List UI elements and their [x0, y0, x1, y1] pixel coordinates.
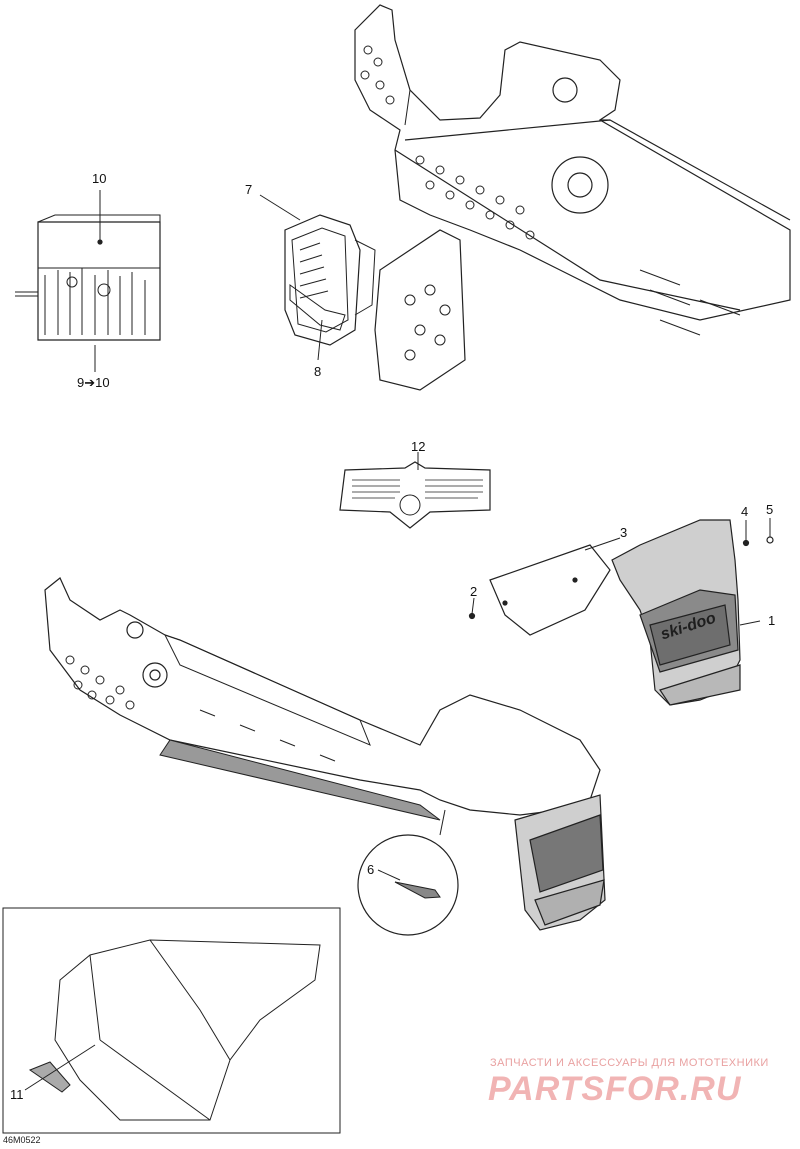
snow-flap-1 [611, 519, 741, 706]
protector-plate-3 [489, 544, 611, 636]
washer-5 [766, 536, 774, 544]
strap-8 [289, 284, 346, 331]
callout-5: 5 [766, 502, 774, 517]
callout-12: 12 [411, 439, 426, 454]
rivet-4 [742, 539, 750, 547]
top-tunnel-assembly [354, 4, 791, 336]
callout-9-10: 9➔10 [77, 375, 110, 390]
callout-6: 6 [367, 862, 375, 877]
detail-circle-6 [357, 809, 459, 936]
rivet-2 [468, 612, 476, 620]
bracket-assembly [374, 229, 466, 391]
callout-7: 7 [245, 182, 253, 197]
snow-flap-installed [514, 794, 606, 931]
callout-4: 4 [741, 504, 749, 519]
inset-11 [2, 907, 341, 1134]
watermark-tagline: ЗАПЧАСТИ И АКСЕССУАРЫ ДЛЯ МОТОТЕХНИКИ [490, 1057, 769, 1069]
watermark-brand: PARTSFOR.RU [488, 1070, 742, 1108]
callout-8: 8 [314, 364, 322, 379]
tool-kit-10 [15, 214, 161, 341]
leader-lines [24, 190, 771, 1091]
lower-tunnel-assembly [44, 577, 601, 821]
callout-2: 2 [470, 584, 478, 599]
callout-3: 3 [620, 525, 628, 540]
warning-decal-12 [339, 461, 491, 529]
callout-11: 11 [10, 1087, 24, 1102]
callout-10: 10 [92, 171, 107, 186]
callout-1: 1 [768, 613, 776, 628]
storage-box-7 [284, 214, 376, 346]
drawing-code: 46M0522 [3, 1135, 41, 1145]
